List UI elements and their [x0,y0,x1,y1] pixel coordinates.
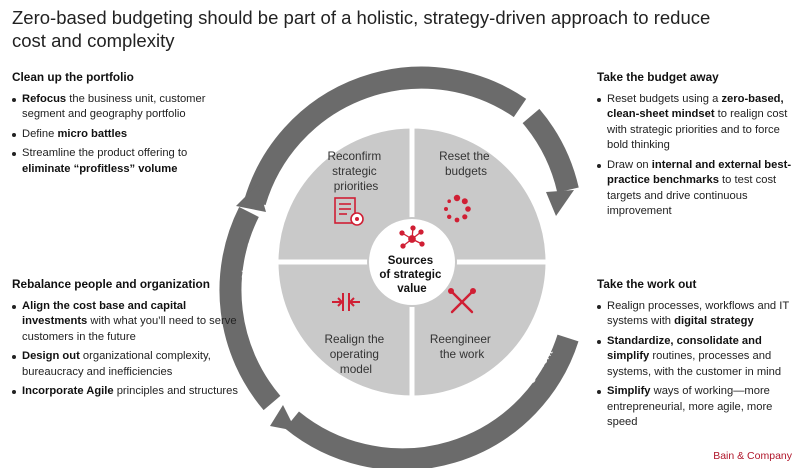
quadrant-bottom-left [273,259,415,401]
bullet-text: Draw on [607,158,652,171]
bullet-emphasis: eliminate “profitless” volume [22,162,178,175]
bullet-item: Realign processes, workflows and IT syst… [597,299,792,330]
bullet-item: Reset budgets using a zero-based, clean-… [597,92,797,154]
bullet-text: Streamline the product offering to [22,147,188,159]
network-icon [399,225,425,249]
bullet-emphasis: Incorporate Agile [22,385,114,397]
quadrant-label-bottom-left: Realign the operating model [325,332,388,376]
panel-take-work-out: Take the work out Realign processes, wor… [597,277,792,435]
quadrant-label-top-right: Reset the budgets [439,149,493,178]
bullet-list: Refocus the business unit, customer segm… [12,92,227,178]
crossed-tools-icon [448,288,476,314]
outer-ring [219,66,579,468]
bullet-list: Realign processes, workflows and IT syst… [597,299,792,431]
quadrant-label-top-left: Reconfirm strategic priorities [327,149,384,193]
panel-take-budget-away: Take the budget away Reset budgets using… [597,70,797,224]
bullet-emphasis: Standardize, consolidate and simplify [607,334,762,363]
realign-arrows-icon [332,293,360,311]
bullet-text: to test cost targets and drive continuou… [607,174,777,217]
bullet-emphasis: Align the cost base and capital investme… [22,299,187,328]
bullet-item: Incorporate Agile principles and structu… [12,384,242,400]
panel-rebalance-people: Rebalance people and organization Align … [12,277,242,404]
bullet-item: Refocus the business unit, customer segm… [12,92,227,123]
bullet-text: Define [22,127,58,140]
ring-label-left: Culture Change [240,241,257,323]
bullet-text: routines, processes and systems, with th… [607,350,782,378]
dotted-circle-icon [444,194,471,223]
bullet-emphasis: internal and external best-practice benc… [607,158,792,187]
bullet-emphasis: digital strategy [674,315,754,327]
bullet-item: Standardize, consolidate and simplify ro… [597,334,792,381]
bullet-emphasis: Simplify [607,385,651,397]
quadrants [273,123,551,401]
bullet-emphasis: Refocus [22,92,67,105]
center-circle [367,217,457,307]
panel-heading: Take the budget away [597,70,719,84]
bullet-text: the business unit, customer segment and … [22,92,206,121]
center-label: Sources of strategic value [379,255,444,295]
panel-clean-up-portfolio: Clean up the portfolio Refocus the busin… [12,70,227,181]
bullet-item: Align the cost base and capital investme… [12,299,242,346]
quadrant-bottom-right [409,259,551,401]
bullet-item: Streamline the product offering to elimi… [12,146,227,177]
panel-heading: Take the work out [597,277,697,291]
panel-heading: Rebalance people and organization [12,277,210,291]
process-document-icon [334,197,364,226]
bullet-list: Reset budgets using a zero-based, clean-… [597,92,797,220]
page-title: Zero-based budgeting should be part of a… [12,7,711,51]
bullet-text: to realign cost with strategic prioritie… [607,108,788,151]
footer-credit: Bain & Company [713,450,792,462]
bullet-item: Design out organizational complexity, bu… [12,349,242,380]
bullet-item: Define micro battles [12,127,227,143]
bullet-text: with what you’ll need to serve customers… [22,315,237,343]
bullet-list: Align the cost base and capital investme… [12,299,242,400]
bullet-text: Realign processes, workflows and IT syst… [607,299,789,328]
quadrant-top-right [409,123,551,265]
quadrant-top-left [273,123,415,265]
bullet-text: Reset budgets using a [607,92,722,105]
panel-heading: Clean up the portfolio [12,70,134,84]
quadrant-label-bottom-right: Reengineer the work [430,332,494,361]
bullet-item: Draw on internal and external best-pract… [597,158,797,220]
bullet-text: ways of working—more entrepreneurial, mo… [607,385,773,428]
bullet-emphasis: Design out [22,350,80,362]
bullet-emphasis: zero-based, clean-sheet mindset [607,92,784,121]
bullet-text: principles and structures [113,385,238,397]
bullet-emphasis: micro battles [57,127,128,140]
bullet-item: Simplify ways of working—more entreprene… [597,384,792,431]
bullet-text: organizational complexity, bureaucracy a… [22,350,211,378]
